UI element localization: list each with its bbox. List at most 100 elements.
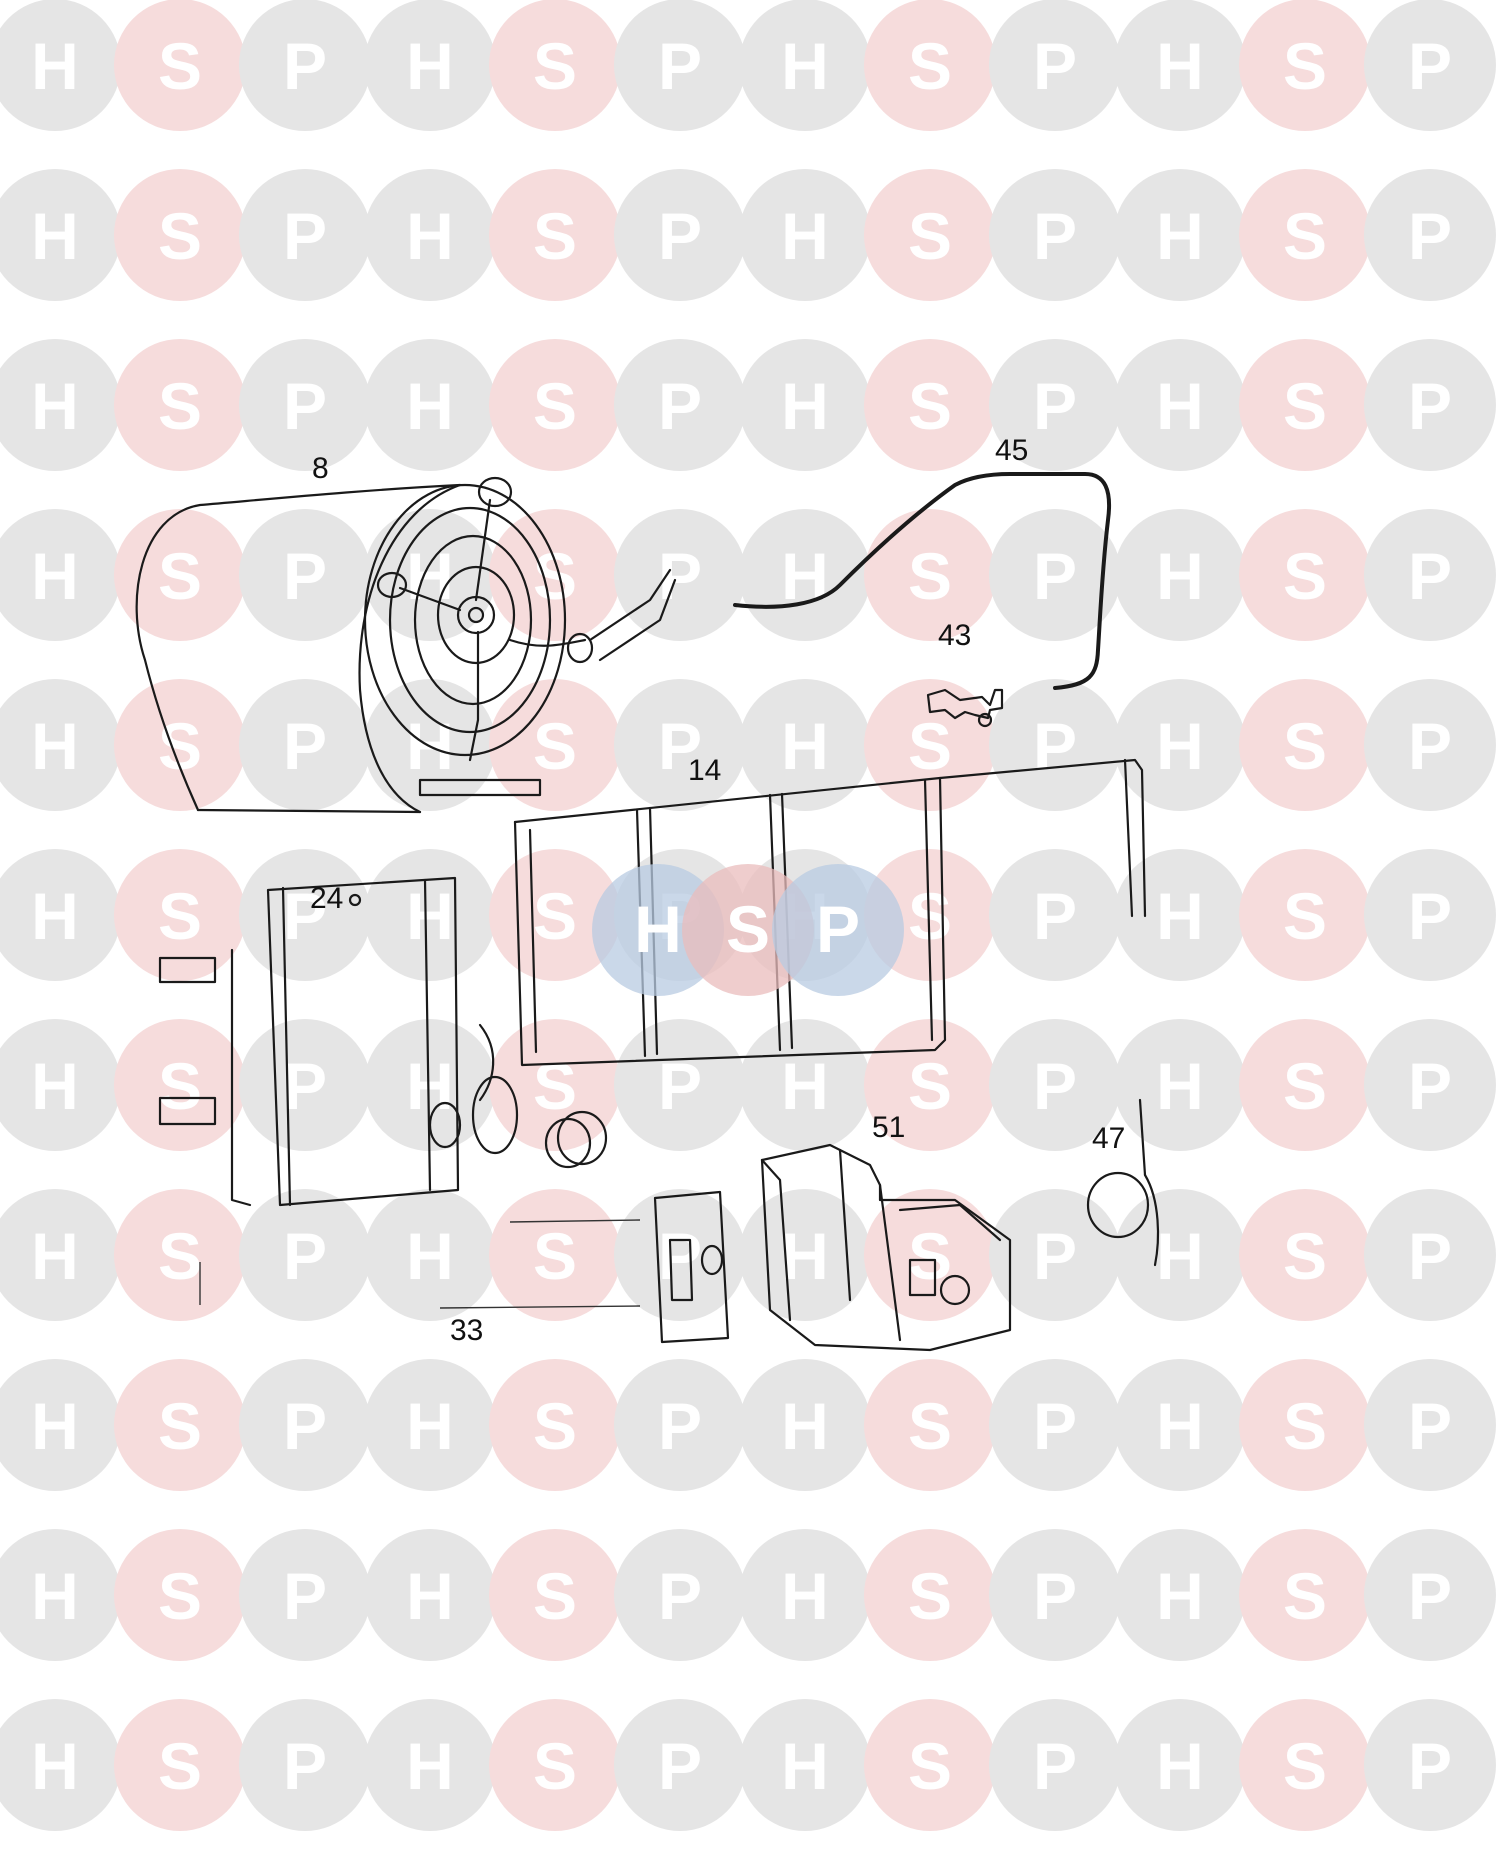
watermark-letter-h: H xyxy=(31,29,79,103)
watermark-circle-p xyxy=(1364,849,1496,981)
watermark-letter-p: P xyxy=(283,879,327,953)
watermark-letter-s: S xyxy=(908,29,952,103)
watermark-letter-h: H xyxy=(31,879,79,953)
watermark-letter-h: H xyxy=(31,1559,79,1633)
watermark-circle-h xyxy=(364,1189,496,1321)
watermark-letter-s: S xyxy=(533,1389,577,1463)
watermark-circle-p xyxy=(1364,0,1496,131)
watermark-letter-s: S xyxy=(1283,29,1327,103)
watermark-letter-s: S xyxy=(533,29,577,103)
watermark-circle-p xyxy=(239,1699,371,1831)
watermark-circle-p xyxy=(614,1359,746,1491)
watermark-letter-h: H xyxy=(1156,1559,1204,1633)
watermark-letter-p: P xyxy=(1408,1559,1452,1633)
watermark-letter-h: H xyxy=(781,199,829,273)
watermark-circle-p xyxy=(239,1019,371,1151)
watermark-letter-s: S xyxy=(908,539,952,613)
watermark-circle-p xyxy=(989,1529,1121,1661)
watermark-circle-h xyxy=(364,509,496,641)
watermark-letter-s: S xyxy=(158,709,202,783)
frame-drawing xyxy=(513,758,1147,1067)
watermark-circle-p xyxy=(239,0,371,131)
watermark-circle-h xyxy=(0,1359,121,1491)
watermark-letter-h: H xyxy=(406,29,454,103)
watermark-circle-h xyxy=(739,169,871,301)
watermark-letter-p: P xyxy=(283,1049,327,1123)
watermark-circle-p xyxy=(614,1699,746,1831)
watermark-letter-h: H xyxy=(406,369,454,443)
watermark-circle-h xyxy=(739,1359,871,1491)
watermark-circle-h xyxy=(0,1529,121,1661)
watermark-letter-h: H xyxy=(781,29,829,103)
watermark-circle-p xyxy=(614,169,746,301)
thermostat-bulb-drawing xyxy=(1086,1098,1160,1267)
watermark-letter-s: S xyxy=(908,1049,952,1123)
watermark-letter-p: P xyxy=(1408,879,1452,953)
watermark-letter-p: P xyxy=(283,1389,327,1463)
watermark-letter-h: H xyxy=(31,539,79,613)
watermark-circle-s xyxy=(1239,1019,1371,1151)
label-switch: 33 xyxy=(450,1314,483,1347)
watermark-letter-p: P xyxy=(1408,29,1452,103)
watermark-letter-p: P xyxy=(1033,879,1077,953)
watermark-circle-h xyxy=(364,1699,496,1831)
label-fan-assembly: 8 xyxy=(312,452,329,485)
watermark-letter-p: P xyxy=(1408,199,1452,273)
watermark-circle-h xyxy=(1114,339,1246,471)
watermark-circle-s xyxy=(114,1529,246,1661)
watermark-circle-s xyxy=(1239,1189,1371,1321)
watermark-letter-h: H xyxy=(31,369,79,443)
watermark-circle-s xyxy=(1239,1359,1371,1491)
watermark-letter-s: S xyxy=(533,199,577,273)
watermark-circle-p xyxy=(989,169,1121,301)
watermark-letter-h: H xyxy=(1156,1049,1204,1123)
watermark-circle-s xyxy=(114,0,246,131)
watermark-letter-p: P xyxy=(1408,709,1452,783)
watermark-letter-p: P xyxy=(658,369,702,443)
watermark-circle-s xyxy=(864,1699,996,1831)
watermark-circle-h xyxy=(364,679,496,811)
watermark-letter-p: P xyxy=(1033,199,1077,273)
watermark-circle-s xyxy=(864,169,996,301)
watermark-circle-p xyxy=(239,509,371,641)
center-logo-letter-s: S xyxy=(726,892,770,966)
watermark-circle-h xyxy=(1114,1019,1246,1151)
watermark-letter-h: H xyxy=(31,709,79,783)
watermark-letter-p: P xyxy=(1033,369,1077,443)
watermark-letter-h: H xyxy=(781,1049,829,1123)
watermark-circle-p xyxy=(1364,509,1496,641)
watermark-circle-s xyxy=(864,339,996,471)
watermark-circle-h xyxy=(739,1699,871,1831)
watermark-circle-s xyxy=(489,679,621,811)
watermark-circle-s xyxy=(489,339,621,471)
watermark-circle-h xyxy=(739,1019,871,1151)
watermark-circle-h xyxy=(364,1529,496,1661)
watermark-circle-h xyxy=(739,339,871,471)
watermark-letter-h: H xyxy=(781,1729,829,1803)
watermark-circle-p xyxy=(989,1189,1121,1321)
watermark-letter-p: P xyxy=(283,539,327,613)
watermark-circle-h xyxy=(0,1699,121,1831)
watermark-letter-h: H xyxy=(406,1219,454,1293)
watermark-letter-h: H xyxy=(31,1389,79,1463)
watermark-circle-h xyxy=(0,1189,121,1321)
watermark-circle-p xyxy=(239,1359,371,1491)
watermark-circle-s xyxy=(1239,339,1371,471)
watermark-letter-p: P xyxy=(1408,1729,1452,1803)
watermark-circle-h xyxy=(1114,1699,1246,1831)
watermark-letter-s: S xyxy=(908,709,952,783)
watermark-circle-h xyxy=(364,1359,496,1491)
watermark-letter-h: H xyxy=(406,539,454,613)
watermark-letter-h: H xyxy=(781,369,829,443)
center-logo-letter-p: P xyxy=(816,892,860,966)
watermark-circle-s xyxy=(114,509,246,641)
watermark-letter-p: P xyxy=(283,1559,327,1633)
watermark-circle-s xyxy=(864,509,996,641)
watermark-letter-s: S xyxy=(908,199,952,273)
label-frame: 14 xyxy=(688,754,721,787)
center-logo-letter-h: H xyxy=(634,892,682,966)
watermark-letter-s: S xyxy=(158,369,202,443)
watermark-circle-p xyxy=(1364,169,1496,301)
control-panel-drawing xyxy=(158,876,519,1207)
watermark-circle-s xyxy=(489,1529,621,1661)
